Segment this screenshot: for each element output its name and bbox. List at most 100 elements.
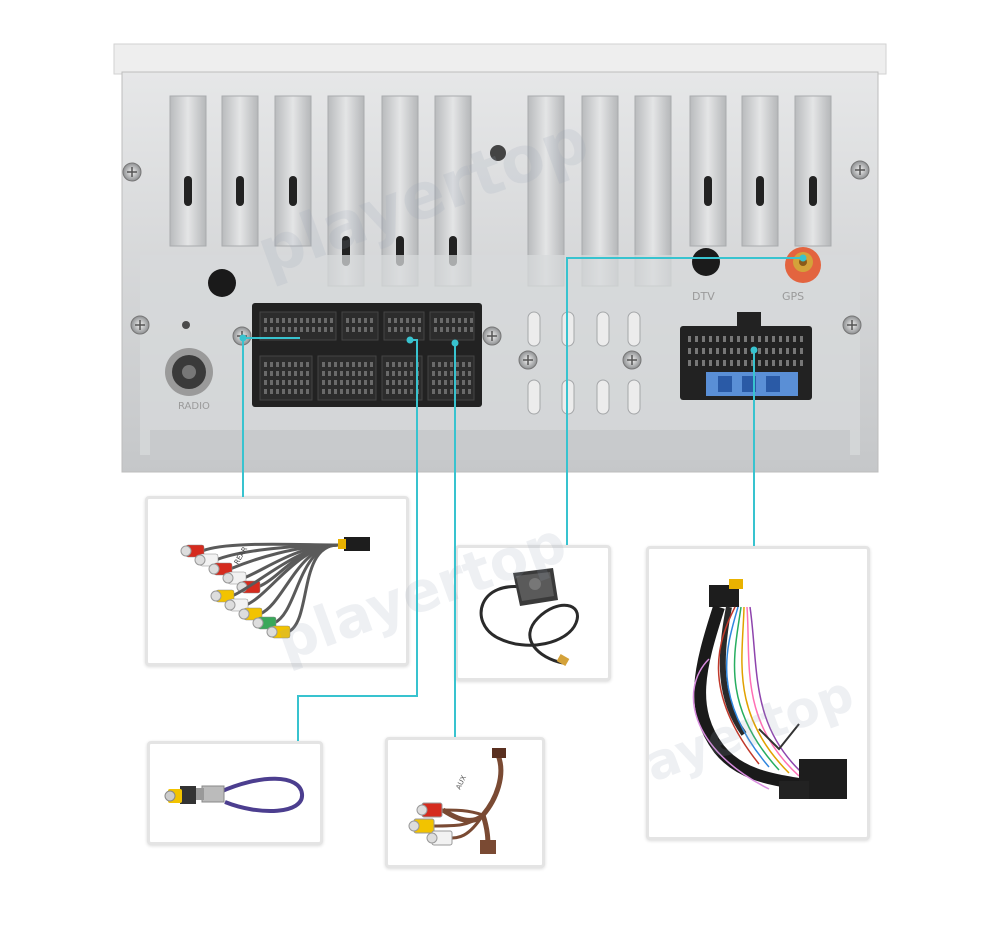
iso-plug-small: [779, 781, 809, 799]
vent-slot: [627, 311, 641, 347]
connector-pin: [330, 327, 333, 332]
connector-pin: [288, 389, 291, 394]
connector-pin: [416, 371, 419, 376]
iso-pin: [737, 360, 740, 366]
iso-pin: [695, 348, 698, 354]
chassis-top-edge: [113, 43, 887, 75]
connector-pin: [386, 371, 389, 376]
connector-pin: [358, 371, 361, 376]
vent-slot: [596, 379, 610, 415]
connector-pin: [410, 380, 413, 385]
connector-pin: [468, 389, 471, 394]
connector-cavity: [429, 311, 475, 341]
cooling-fin: [169, 95, 207, 247]
connector-pin: [346, 362, 349, 367]
connector-cavity: [259, 355, 313, 401]
connector-pin: [386, 362, 389, 367]
connector-pin: [464, 327, 467, 332]
iso-pin: [688, 348, 691, 354]
connector-pin: [364, 380, 367, 385]
connector-pin: [364, 327, 367, 332]
connector-pin: [370, 327, 373, 332]
connector-pin: [416, 362, 419, 367]
iso-pin: [786, 336, 789, 342]
connector-pin: [294, 327, 297, 332]
screw-slot: [127, 167, 137, 177]
connector-pin: [444, 362, 447, 367]
connector-pin: [264, 318, 267, 323]
card-rca-av-harness: REAR: [145, 496, 409, 666]
connector-pin: [370, 371, 373, 376]
connector-pin: [446, 327, 449, 332]
screw-slot: [523, 355, 533, 365]
connector-pin: [394, 327, 397, 332]
connector-pin: [456, 362, 459, 367]
iso-pin: [688, 336, 691, 342]
cooling-fin: [689, 95, 727, 247]
connector-pin: [276, 318, 279, 323]
connector-pin: [330, 318, 333, 323]
vent-slot: [596, 311, 610, 347]
connector-pin: [264, 380, 267, 385]
iso-pin: [702, 360, 705, 366]
iso-pin: [765, 348, 768, 354]
connector-pin: [450, 362, 453, 367]
iso-pin: [730, 348, 733, 354]
connector-pin: [440, 327, 443, 332]
connector-pin: [468, 362, 471, 367]
connector-pin: [294, 318, 297, 323]
connector-pin: [388, 318, 391, 323]
connector-pin: [346, 318, 349, 323]
connector-pin: [328, 389, 331, 394]
connector-pin: [352, 371, 355, 376]
connector-pin: [306, 380, 309, 385]
connector-pin: [450, 371, 453, 376]
connector-pin: [318, 327, 321, 332]
connector-pin: [306, 327, 309, 332]
connector-pin: [364, 362, 367, 367]
connector-pin: [404, 380, 407, 385]
connector-pin: [276, 362, 279, 367]
fin-slot: [236, 176, 244, 206]
connector-pin: [288, 318, 291, 323]
connector-pin: [306, 371, 309, 376]
connector-pin: [282, 389, 285, 394]
iso-pin: [758, 336, 761, 342]
connector-pin: [370, 380, 373, 385]
iso-pin: [772, 348, 775, 354]
iso-pin: [709, 336, 712, 342]
connector-pin: [328, 380, 331, 385]
connector-pin: [346, 327, 349, 332]
connector-pin: [270, 362, 273, 367]
connector-pin: [464, 318, 467, 323]
connector-pin: [388, 327, 391, 332]
radio-antenna-socket: [165, 348, 213, 396]
connector-pin: [312, 318, 315, 323]
connector-pin: [300, 389, 303, 394]
vent-slot: [627, 379, 641, 415]
connector-pin: [364, 389, 367, 394]
connector-pin: [398, 380, 401, 385]
connector-pin: [352, 327, 355, 332]
connector-pin: [294, 371, 297, 376]
connector-pin: [370, 389, 373, 394]
connector-pin: [398, 362, 401, 367]
card-iso-power-harness: playertop: [646, 546, 870, 840]
screw-slot: [847, 320, 857, 330]
connector-pin: [334, 389, 337, 394]
connector-pin: [288, 380, 291, 385]
radio-label: RADIO: [178, 401, 210, 412]
connector-cavity: [341, 311, 379, 341]
rca-plug-tip: [180, 545, 192, 557]
connector-pin: [394, 318, 397, 323]
harness-wire: [741, 606, 790, 774]
connector-pin: [334, 380, 337, 385]
gps-socket: [785, 247, 821, 283]
connector-pin: [322, 380, 325, 385]
connector-pin: [432, 371, 435, 376]
connector-pin: [440, 318, 443, 323]
connector-pin: [334, 362, 337, 367]
connector-pin: [438, 362, 441, 367]
cooling-fin: [741, 95, 779, 247]
connector-pin: [446, 318, 449, 323]
